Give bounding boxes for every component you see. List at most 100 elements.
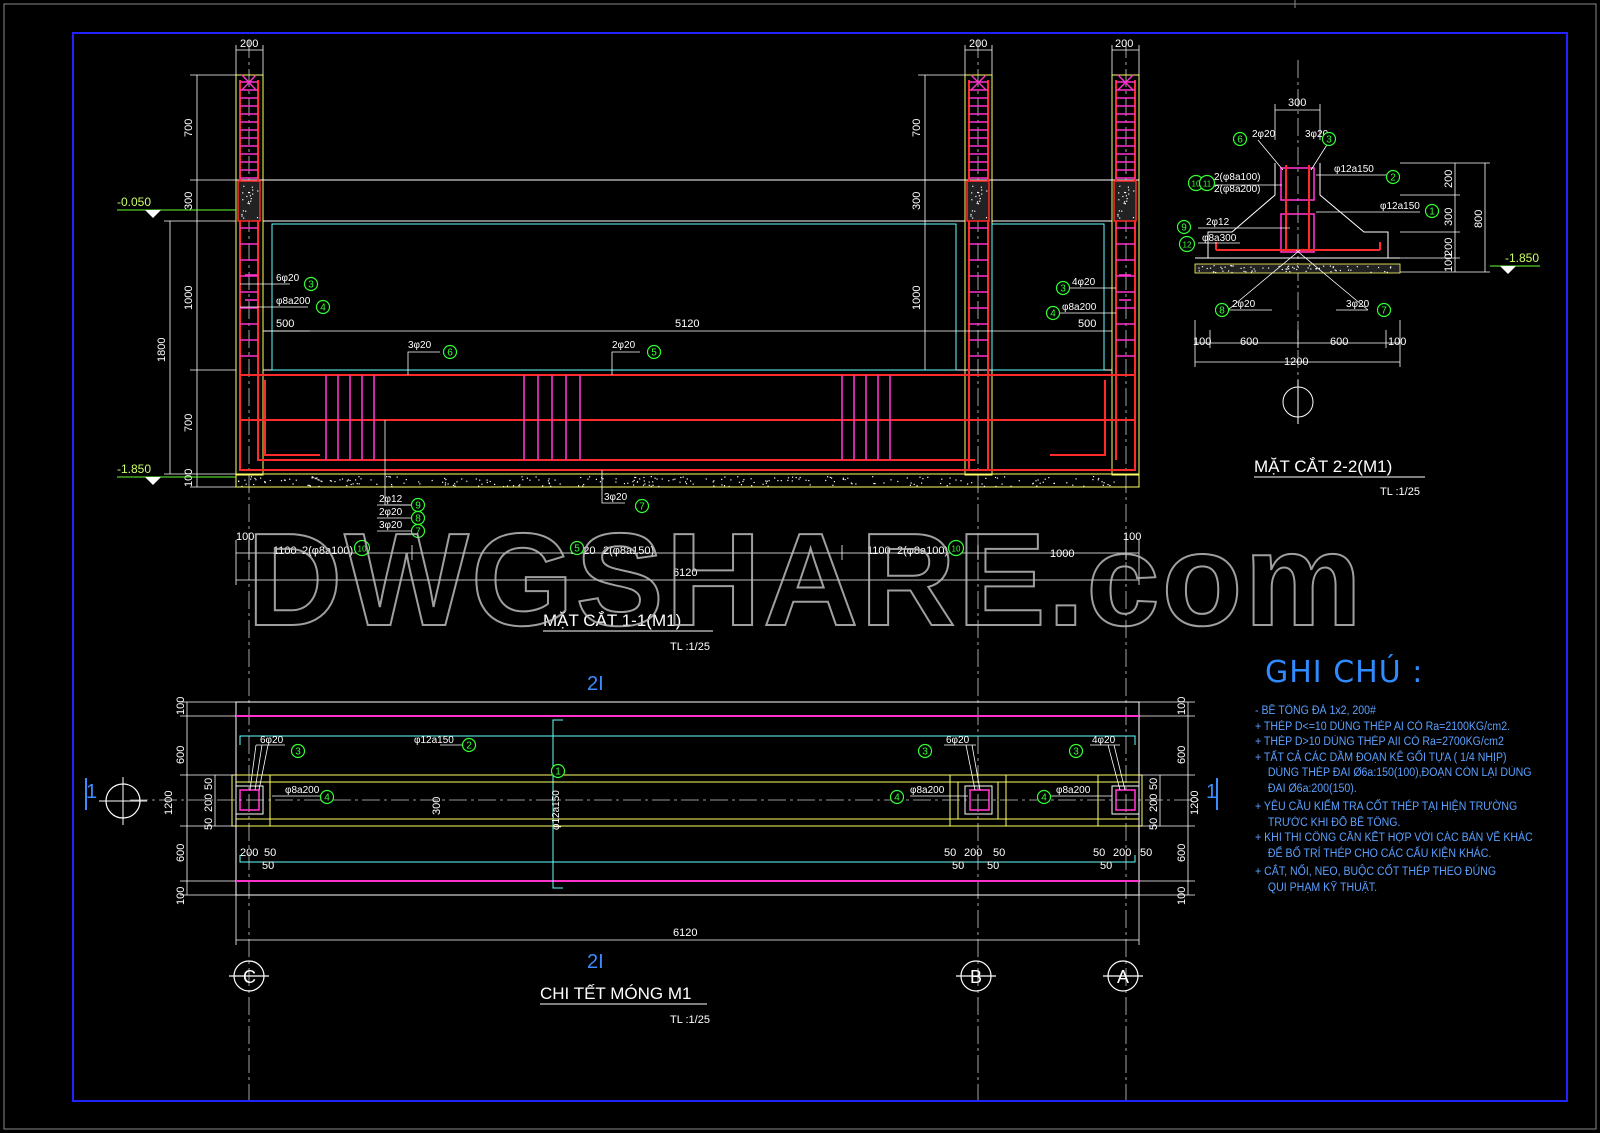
marker-label: 3: [922, 747, 928, 758]
speckle-dot: [1213, 271, 1215, 273]
speckle-dot: [897, 480, 899, 483]
speckle-dot: [1293, 267, 1295, 270]
speckle-dot: [1098, 477, 1100, 480]
speckle-dot: [341, 478, 344, 480]
speckle-dot: [1124, 203, 1126, 205]
speckle-dot: [730, 479, 732, 481]
marker-circle: [947, 539, 965, 557]
speckle-dot: [250, 478, 252, 480]
speckle-dot: [479, 479, 481, 481]
speckle-dot: [922, 478, 924, 480]
speckle-dot: [1262, 267, 1264, 269]
speckle-dot: [737, 476, 739, 478]
speckle-dot: [247, 202, 249, 204]
speckle-dot: [245, 483, 247, 485]
speckle-dot: [595, 478, 597, 480]
speckle-dot: [1215, 271, 1217, 274]
speckle-dot: [321, 480, 323, 483]
speckle-dot: [979, 200, 981, 202]
level-top-text: -0.050: [117, 195, 151, 209]
plan-left-dims: [180, 701, 236, 896]
speckle-dot: [1224, 266, 1226, 268]
marker-label: 3: [1073, 747, 1079, 758]
marker-label: 8: [1219, 306, 1225, 317]
beam-stirrups: [245, 274, 1131, 460]
speckle-dot: [444, 477, 446, 479]
speckle-dot: [971, 199, 973, 201]
mesh-bottom: [239, 855, 1136, 863]
s2-lean-concrete: [1194, 263, 1401, 274]
speckle-dot: [264, 481, 266, 483]
speckle-dot: [967, 483, 969, 485]
speckle-dot: [1243, 270, 1245, 272]
plan-right-dims: [1139, 701, 1195, 896]
speckle-dot: [1315, 268, 1317, 270]
dim-1100-a: 1100: [273, 545, 297, 557]
plan-dim-100-top: 100: [175, 697, 187, 715]
label-bar-6: 3φ20: [408, 340, 432, 351]
speckle-dot: [318, 479, 320, 481]
speckle-dot: [728, 485, 730, 488]
cut-1-label-left: 1: [86, 781, 97, 803]
speckle-dot: [1288, 268, 1290, 270]
plan-r-dim-100-bottom: 100: [1176, 887, 1188, 905]
speckle-dot: [723, 485, 726, 487]
speckle-dot: [347, 479, 349, 481]
lean-concrete: [235, 473, 1140, 488]
plan-title: CHI TẾT MÓNG M1: [540, 984, 691, 1003]
plan-dim-1200: 1200: [163, 791, 175, 815]
speckle-dot: [547, 480, 549, 482]
speckle-dot: [318, 485, 320, 488]
speckle-dot: [738, 481, 740, 483]
collar-c: [237, 180, 261, 222]
label-bar-9: 2φ12: [379, 494, 403, 505]
speckle-dot: [978, 192, 980, 194]
speckle-dot: [583, 483, 585, 486]
marker-circle: [1178, 235, 1196, 253]
speckle-dot: [949, 483, 951, 485]
dim-1000-mid: 1000: [911, 286, 923, 310]
speckle-dot: [1198, 267, 1200, 269]
speckle-dot: [1243, 267, 1245, 269]
beam-inner-right: [991, 223, 1105, 371]
speckle-dot: [921, 482, 923, 484]
speckle-dot: [1334, 269, 1336, 271]
speckle-dot: [355, 479, 357, 481]
s2-dim-800: 800: [1473, 210, 1485, 228]
leader: [407, 351, 440, 375]
speckle-dot: [1250, 271, 1253, 273]
speckle-dot: [1386, 271, 1388, 273]
speckle-dot: [1287, 266, 1289, 268]
speckle-dot: [1092, 479, 1094, 481]
col-b-inner: [957, 781, 999, 820]
speckle-dot: [883, 482, 885, 484]
marker-circle: [410, 523, 426, 539]
s2-label-2: φ12a150: [1334, 164, 1374, 175]
speckle-dot: [799, 476, 801, 479]
speckle-dot: [246, 195, 248, 198]
s2-label-10: 2(φ8a100): [1214, 172, 1261, 183]
leader: [258, 744, 269, 791]
speckle-dot: [847, 477, 849, 479]
speckle-dot: [851, 483, 853, 485]
plan-col-dim: 200: [240, 847, 258, 859]
speckle-dot: [615, 481, 617, 483]
speckle-dot: [370, 479, 372, 481]
watermark: DWGSHARE.com: [247, 506, 1364, 653]
speckle-dot: [1285, 270, 1287, 273]
speckle-dot: [910, 482, 912, 484]
marker-circle: [319, 789, 335, 805]
speckle-dot: [386, 476, 388, 478]
marker-label: 7: [1381, 306, 1387, 317]
speckle-dot: [705, 478, 707, 480]
speckle-dot: [419, 483, 421, 485]
plan-col-dim: 50: [262, 860, 274, 872]
leader-texts: 6φ20 φ8a200 4φ20 φ8a200 3φ20 2φ20 3φ20 2…: [276, 273, 1097, 531]
plan-dim-200-a: 200: [203, 794, 215, 812]
section-1-title: MẶT CẮT 1-1(M1): [543, 611, 681, 630]
speckle-dot: [243, 217, 245, 219]
speckle-dot: [874, 483, 876, 485]
speckle-dot: [913, 483, 915, 485]
plan-col-dim: 50: [1100, 860, 1112, 872]
s2-dim-1200: 1200: [1284, 356, 1308, 368]
